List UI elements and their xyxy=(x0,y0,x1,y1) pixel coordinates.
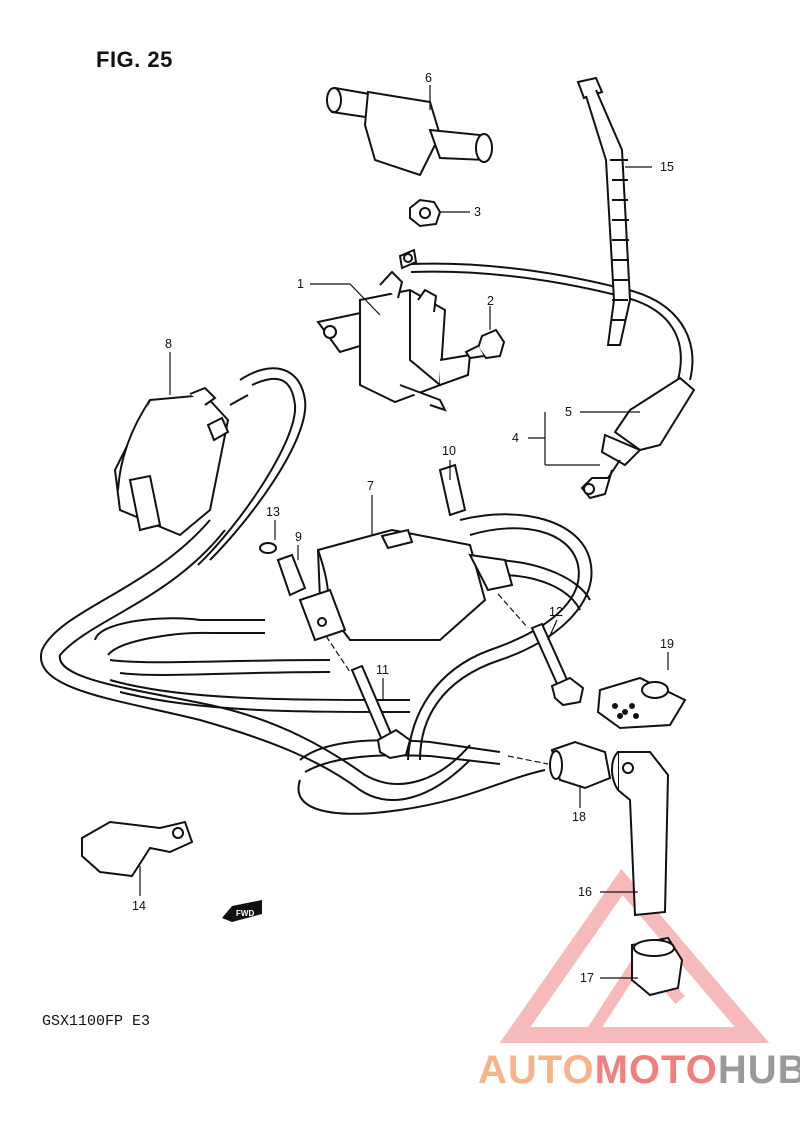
callout-labels: 6 3 1 2 8 15 5 4 10 7 13 9 11 12 19 18 1… xyxy=(132,71,674,985)
callout-1: 1 xyxy=(297,277,304,291)
callout-17: 17 xyxy=(580,971,594,985)
callout-9: 9 xyxy=(295,530,302,544)
watermark-part-hub: HUB xyxy=(717,1048,800,1092)
plug-cap-part-10 xyxy=(438,463,467,517)
clamp-part-14 xyxy=(81,820,194,878)
starter-relay-part-1 xyxy=(316,270,472,412)
callout-3: 3 xyxy=(474,205,481,219)
callout-11: 11 xyxy=(376,663,389,677)
nut-part-3 xyxy=(409,198,442,228)
spark-plug-cap-part-16 xyxy=(611,751,670,917)
hose-connector-part-6 xyxy=(326,86,493,177)
bolts-11-12 xyxy=(350,622,585,760)
plug-cap-part-18 xyxy=(549,740,612,790)
callout-18: 18 xyxy=(572,810,586,824)
callout-2: 2 xyxy=(487,294,494,308)
nut-part-17 xyxy=(631,936,684,997)
watermark-logo: AUTOMOTOHUB xyxy=(478,1048,800,1093)
ignition-coil-part-7 xyxy=(298,528,514,642)
callout-15: 15 xyxy=(660,160,674,174)
figure-title: FIG. 25 xyxy=(96,47,173,72)
wiring-harness xyxy=(39,262,694,815)
fwd-arrow-icon: FWD xyxy=(222,900,262,922)
leader-lines xyxy=(139,85,669,979)
callout-8: 8 xyxy=(165,337,172,351)
callout-12: 12 xyxy=(549,605,563,619)
terminal-boot-part-5 xyxy=(398,248,696,500)
callout-6: 6 xyxy=(425,71,432,85)
callout-14: 14 xyxy=(132,899,146,913)
fwd-label: FWD xyxy=(236,909,254,918)
cap-part-9 xyxy=(276,553,307,597)
callout-16: 16 xyxy=(578,885,592,899)
cover-plate-part-19 xyxy=(596,676,687,730)
callout-10: 10 xyxy=(442,444,456,458)
callout-4: 4 xyxy=(512,431,519,445)
bolt-part-2 xyxy=(464,328,506,360)
cable-tie-part-15 xyxy=(576,76,632,346)
callout-13: 13 xyxy=(266,505,280,519)
watermark-part-auto: AUTO xyxy=(478,1048,595,1092)
bolt-part-11 xyxy=(350,664,394,742)
grommet-part-13 xyxy=(259,542,277,554)
callout-19: 19 xyxy=(660,637,674,651)
callout-5: 5 xyxy=(565,405,572,419)
ignition-coil-part-8 xyxy=(113,386,249,537)
model-label: GSX1100FP E3 xyxy=(42,1013,151,1030)
callout-7: 7 xyxy=(367,479,374,493)
watermark-part-moto: MOTO xyxy=(594,1048,718,1092)
bolt-part-12 xyxy=(530,622,570,688)
